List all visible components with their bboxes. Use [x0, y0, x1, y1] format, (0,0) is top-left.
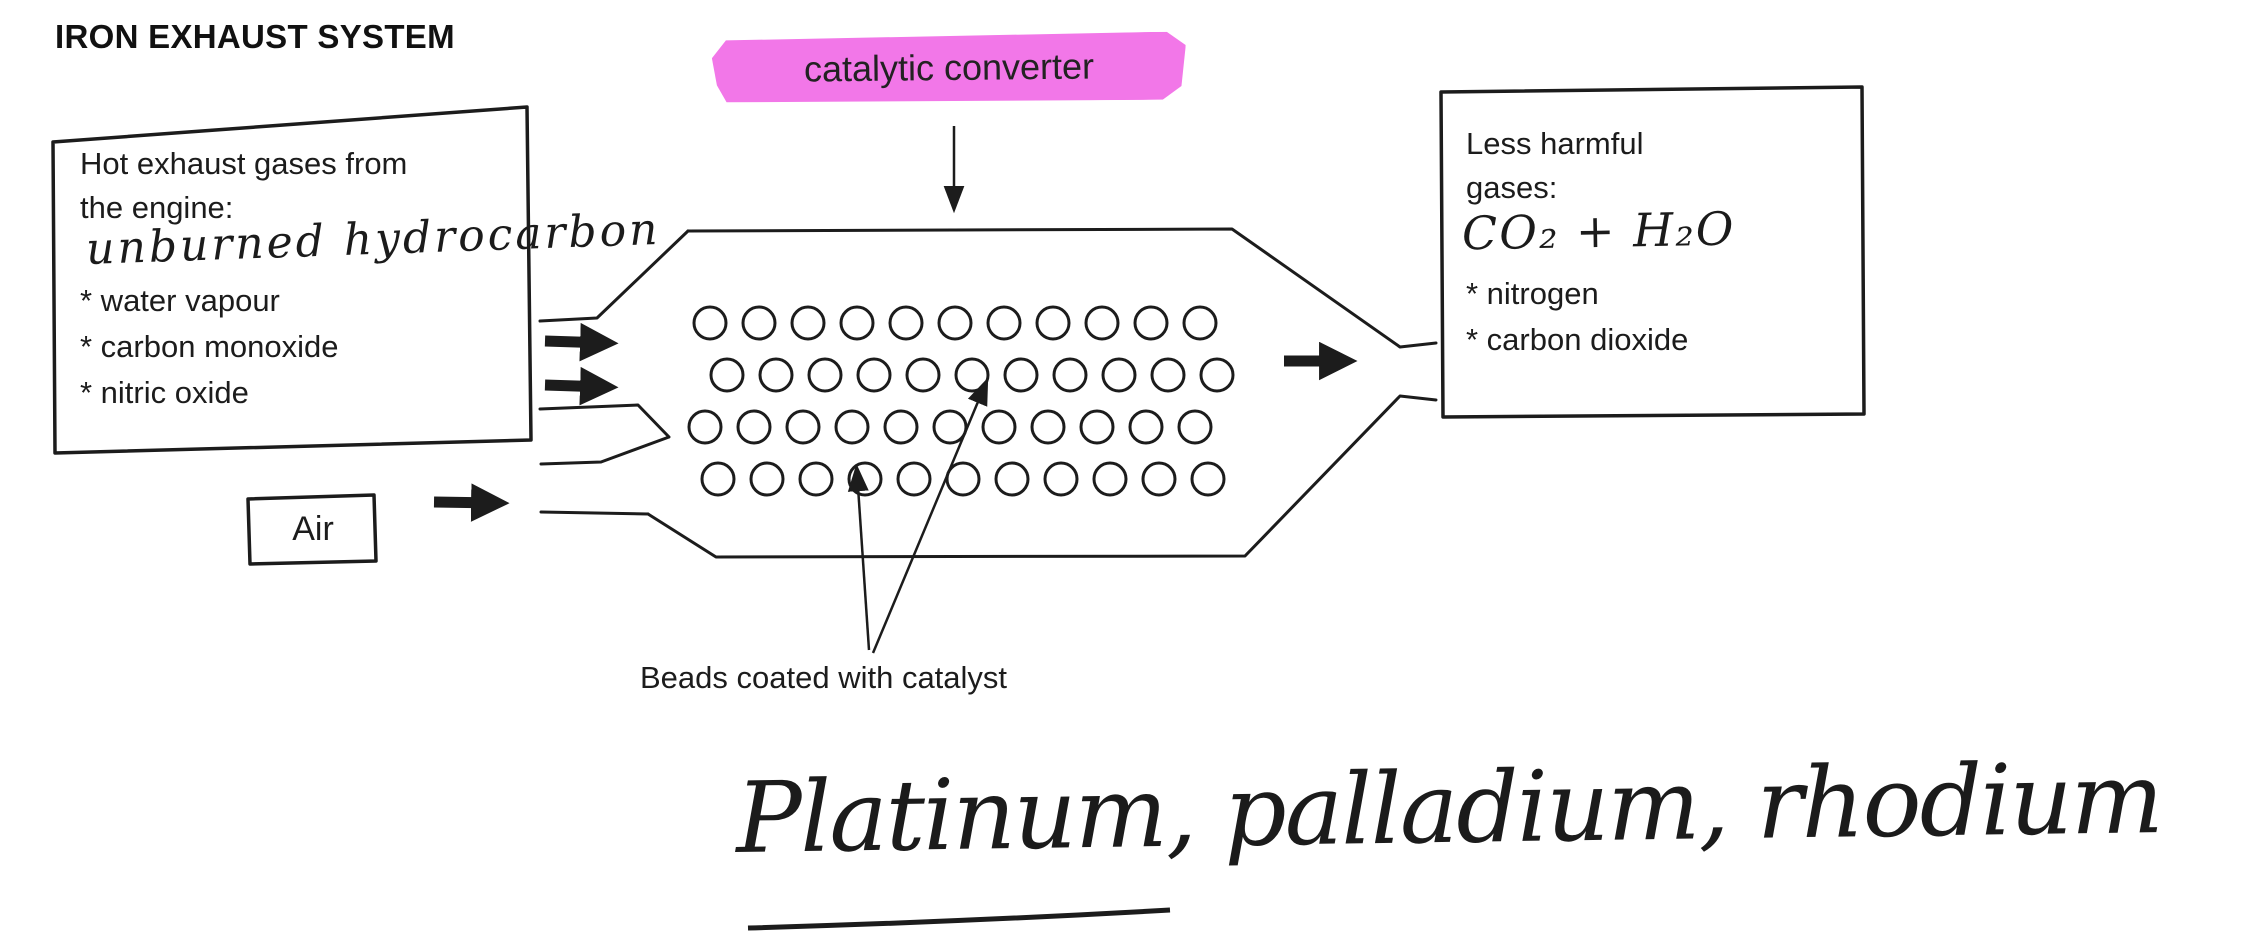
- catalyst-bead: [1052, 357, 1088, 393]
- catalyst-bead: [741, 305, 777, 341]
- converter-outline-bottom: [646, 394, 1438, 559]
- catalyst-bead: [1133, 305, 1169, 341]
- left-box-item: * nitric oxide: [80, 375, 249, 410]
- catalyst-bead: [1150, 357, 1186, 393]
- converter-inlet-lower-bottom: [539, 510, 650, 516]
- air-box-label: Air: [292, 510, 334, 548]
- catalyst-bead: [758, 357, 794, 393]
- catalyst-bead: [1141, 461, 1177, 497]
- catalyst-bead: [981, 409, 1017, 445]
- left-box-heading-line1: Hot exhaust gases from: [80, 146, 408, 181]
- catalyst-bead: [847, 461, 883, 497]
- catalyst-bead: [932, 409, 968, 445]
- catalyst-bead: [1030, 409, 1066, 445]
- right-box-item: * nitrogen: [1466, 276, 1599, 311]
- catalyst-bead: [883, 409, 919, 445]
- right-box-heading-line1: Less harmful: [1466, 126, 1644, 161]
- air-flow-arrow: [433, 483, 510, 522]
- catalyst-beads: [687, 305, 1235, 497]
- catalyst-bead: [945, 461, 981, 497]
- right-box-item: * carbon dioxide: [1466, 322, 1689, 357]
- catalyst-bead: [856, 357, 892, 393]
- catalyst-bead: [798, 461, 834, 497]
- catalyst-bead: [736, 409, 772, 445]
- exhaust-flow-arrow-1: [544, 322, 619, 362]
- beads-caption: Beads coated with catalyst: [640, 660, 1008, 695]
- catalyst-bead: [687, 409, 723, 445]
- left-box-item: * water vapour: [80, 283, 280, 318]
- converter-inlet-divider: [538, 403, 671, 466]
- right-box-heading-line2: gases:: [1466, 170, 1558, 205]
- catalyst-bead: [1182, 305, 1218, 341]
- converter-outline-top: [686, 227, 1438, 349]
- catalyst-bead: [839, 305, 875, 341]
- catalyst-bead: [1092, 461, 1128, 497]
- catalyst-bead: [1035, 305, 1071, 341]
- catalyst-bead: [692, 305, 728, 341]
- beads-pointer-arrow-1: [847, 463, 871, 651]
- platinum-underline: [747, 907, 1171, 931]
- catalyst-bead: [700, 461, 736, 497]
- handwritten-catalyst-metals: Platinum, palladium, rhodium: [735, 742, 2163, 876]
- catalytic-converter-label: catalytic converter: [803, 45, 1095, 90]
- catalyst-bead: [785, 409, 821, 445]
- exhaust-flow-arrow-2: [544, 366, 619, 406]
- catalyst-bead: [1084, 305, 1120, 341]
- catalyst-bead: [896, 461, 932, 497]
- catalyst-bead: [905, 357, 941, 393]
- catalyst-bead: [790, 305, 826, 341]
- catalyst-bead: [1043, 461, 1079, 497]
- beads-pointer-arrow-2: [871, 377, 989, 654]
- catalyst-bead: [954, 357, 990, 393]
- catalyst-bead: [994, 461, 1030, 497]
- catalyst-bead: [1079, 409, 1115, 445]
- left-box-heading-line2: the engine:: [80, 190, 234, 225]
- right-box-handwritten-note: CO₂ + H₂O: [1461, 201, 1736, 261]
- catalyst-bead: [749, 461, 785, 497]
- catalyst-bead: [937, 305, 973, 341]
- catalyst-bead: [986, 305, 1022, 341]
- catalyst-bead: [888, 305, 924, 341]
- left-box-item: * carbon monoxide: [80, 329, 339, 364]
- catalyst-bead: [1128, 409, 1164, 445]
- catalyst-bead: [807, 357, 843, 393]
- catalyst-bead: [1003, 357, 1039, 393]
- catalyst-bead: [709, 357, 745, 393]
- diagram-title: IRON EXHAUST SYSTEM: [55, 18, 455, 55]
- catalytic-converter-highlight: catalytic converter: [712, 32, 1187, 105]
- catalyst-bead: [1101, 357, 1137, 393]
- catalyst-bead: [1190, 461, 1226, 497]
- catalyst-bead: [1199, 357, 1235, 393]
- catalyst-bead: [834, 409, 870, 445]
- catalyst-bead: [1177, 409, 1213, 445]
